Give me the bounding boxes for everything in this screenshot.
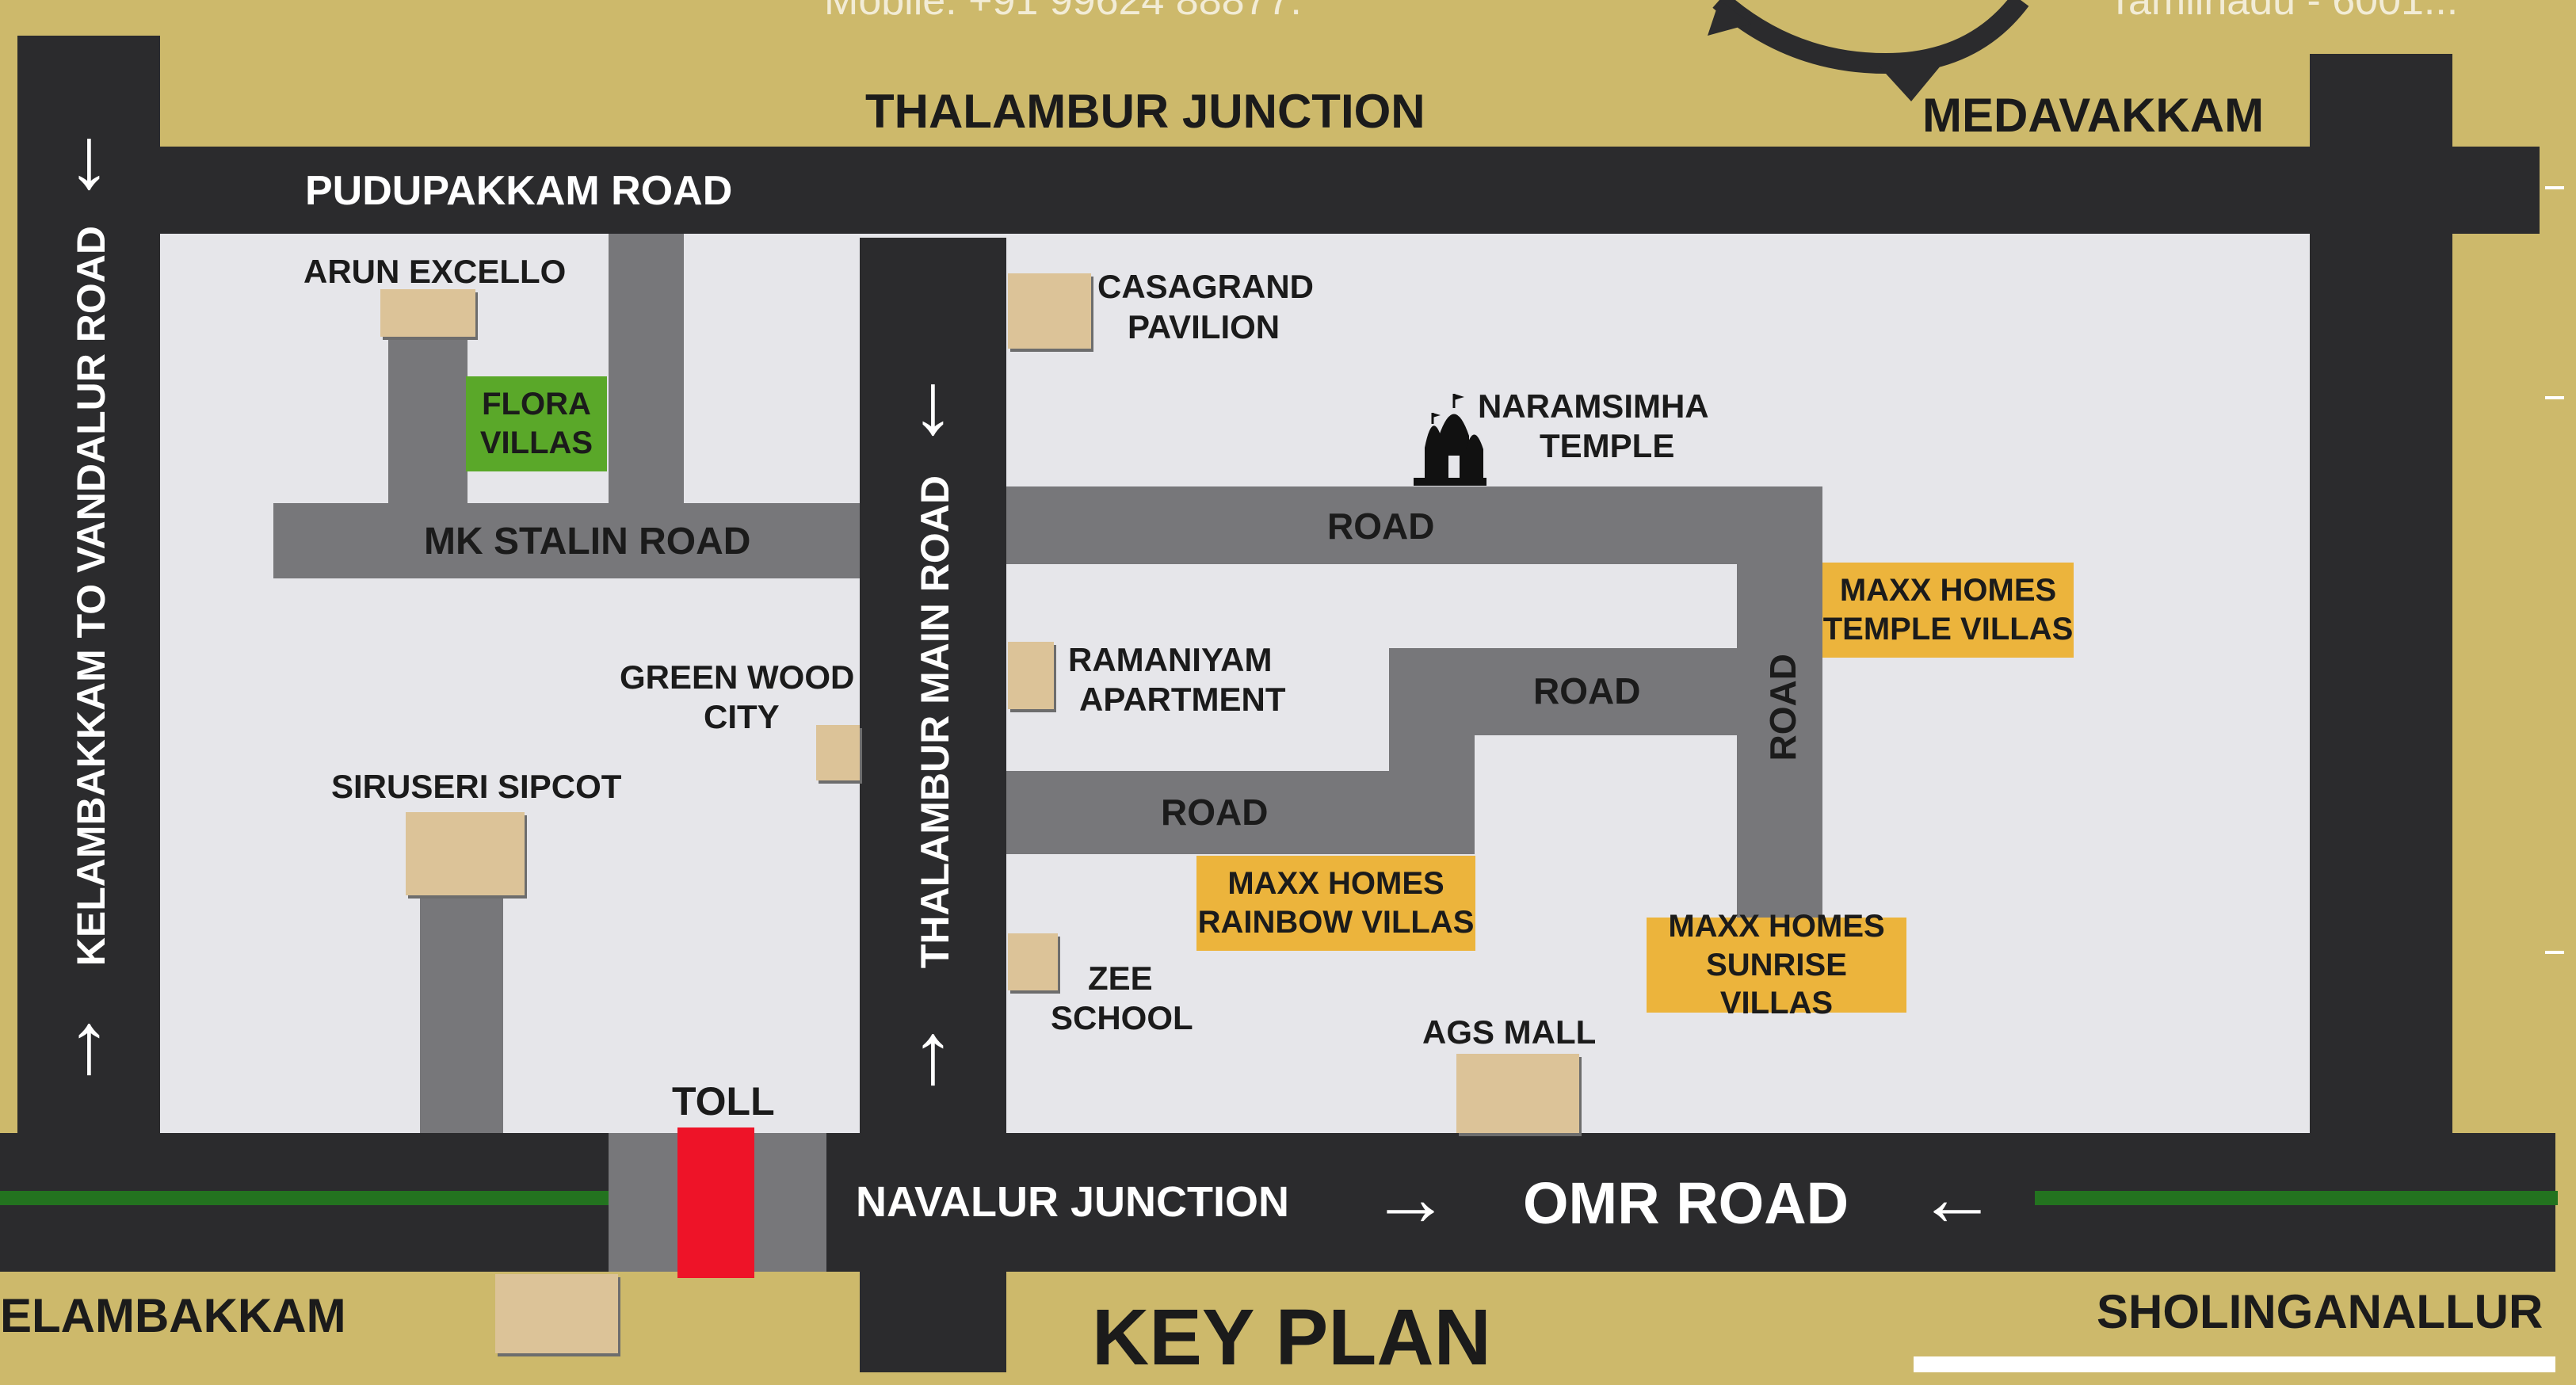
siruseri-road xyxy=(420,895,503,1133)
lower-road xyxy=(1006,771,1475,854)
mk-stalin-road-label: MK STALIN ROAD xyxy=(424,521,751,563)
thalambur-junction-label: THALAMBUR JUNCTION xyxy=(865,85,1425,138)
greenwood-label-1: GREEN WOOD xyxy=(620,658,855,696)
ramaniyam-label-2: APARTMENT xyxy=(1079,681,1286,718)
casagrand-building xyxy=(1008,273,1091,349)
omr-green-line-left xyxy=(0,1191,609,1205)
flora-road-right xyxy=(609,234,684,507)
toll-booth xyxy=(677,1127,754,1278)
temple-road xyxy=(1006,486,1822,564)
kelambakkam-building xyxy=(495,1274,618,1353)
naramsimha-label-1: NARAMSIMHA xyxy=(1478,387,1709,425)
state-text: Tamilnadu - 6001... xyxy=(2108,0,2459,24)
arrow-up-icon: ↑ xyxy=(911,1005,955,1102)
sunrise-villas-line-2: SUNRISE VILLAS xyxy=(1706,947,1847,1021)
sholinganallur-label: SHOLINGANALLUR xyxy=(2097,1285,2544,1338)
key-plan-title: KEY PLAN xyxy=(1092,1293,1491,1382)
flora-line-1: FLORA xyxy=(482,387,591,422)
kelambakkam-vandalur-label: KELAMBAKKAM TO VANDALUR ROAD xyxy=(69,226,113,967)
vertical-road-label: ROAD xyxy=(1762,654,1803,761)
kelambakkam-label: ELAMBAKKAM xyxy=(0,1289,346,1342)
sunrise-villas-line-1: MAXX HOMES xyxy=(1668,908,1885,944)
mk-stalin-road xyxy=(273,503,860,578)
arrow-down-icon: ↓ xyxy=(67,109,111,207)
arun-excello-building xyxy=(380,289,475,337)
arrow-up-icon: ↑ xyxy=(67,994,111,1092)
sunrise-villas-tag: MAXX HOMES SUNRISE VILLAS xyxy=(1647,909,1906,1021)
kelambakkam-vandalur-road xyxy=(17,36,160,1133)
siruseri-building xyxy=(406,812,525,895)
edge-mark xyxy=(2545,396,2564,399)
ramaniyam-label-1: RAMANIYAM xyxy=(1068,641,1273,678)
toll-label: TOLL xyxy=(672,1079,775,1124)
ramaniyam-building xyxy=(1008,642,1054,709)
zee-label-1: ZEE xyxy=(1088,960,1153,997)
pudupakkam-road-label: PUDUPAKKAM ROAD xyxy=(305,168,733,214)
greenwood-building xyxy=(816,725,860,780)
zee-school-building xyxy=(1008,933,1058,990)
edge-mark xyxy=(2545,951,2564,954)
rainbow-villas-line-2: RAINBOW VILLAS xyxy=(1197,905,1475,940)
navalur-junction-label: NAVALUR JUNCTION xyxy=(856,1178,1289,1226)
casagrand-label-1: CASAGRAND xyxy=(1097,268,1314,305)
siruseri-label: SIRUSERI SIPCOT xyxy=(331,768,622,805)
omr-road-label: OMR ROAD xyxy=(1523,1170,1849,1236)
greenwood-label-2: CITY xyxy=(704,698,780,735)
pudupakkam-road xyxy=(158,147,2540,234)
medavakkam-label: MEDAVAKKAM xyxy=(1922,89,2265,142)
temple-icon xyxy=(1414,394,1486,486)
compass-icon xyxy=(1708,0,2029,101)
flora-line-2: VILLAS xyxy=(479,425,593,460)
mobile-text: Mobile: +91 99624 88877. xyxy=(824,0,1302,24)
arrow-left-icon: ← xyxy=(1918,1154,1997,1242)
vertical-road-right xyxy=(1737,486,1822,918)
arrow-right-icon: → xyxy=(1371,1154,1450,1242)
thalambur-main-label: THALAMBUR MAIN ROAD xyxy=(913,475,957,969)
temple-road-label: ROAD xyxy=(1327,506,1435,547)
right-road xyxy=(2310,54,2452,1133)
flora-villas-tag: FLORA VILLAS xyxy=(466,376,607,471)
lower-road-label: ROAD xyxy=(1161,792,1269,833)
footer-box xyxy=(1914,1356,2555,1372)
zee-label-2: SCHOOL xyxy=(1051,999,1193,1036)
temple-villas-line-2: TEMPLE VILLAS xyxy=(1822,612,2074,647)
naramsimha-label-2: TEMPLE xyxy=(1540,427,1675,464)
rainbow-villas-tag: MAXX HOMES RAINBOW VILLAS xyxy=(1196,856,1475,951)
ags-mall-label: AGS MALL xyxy=(1422,1013,1597,1051)
middle-road-label: ROAD xyxy=(1533,670,1641,712)
omr-green-line-right xyxy=(2035,1191,2558,1205)
rainbow-villas-line-1: MAXX HOMES xyxy=(1227,866,1444,902)
temple-villas-line-1: MAXX HOMES xyxy=(1839,573,2057,609)
edge-mark xyxy=(2545,186,2564,189)
casagrand-label-2: PAVILION xyxy=(1128,308,1280,345)
temple-villas-tag: MAXX HOMES TEMPLE VILLAS xyxy=(1822,563,2074,658)
ags-mall-building xyxy=(1456,1054,1579,1133)
arun-excello-label: ARUN EXCELLO xyxy=(303,253,567,290)
arrow-down-icon: ↓ xyxy=(911,355,955,452)
flora-road-left xyxy=(388,321,467,507)
